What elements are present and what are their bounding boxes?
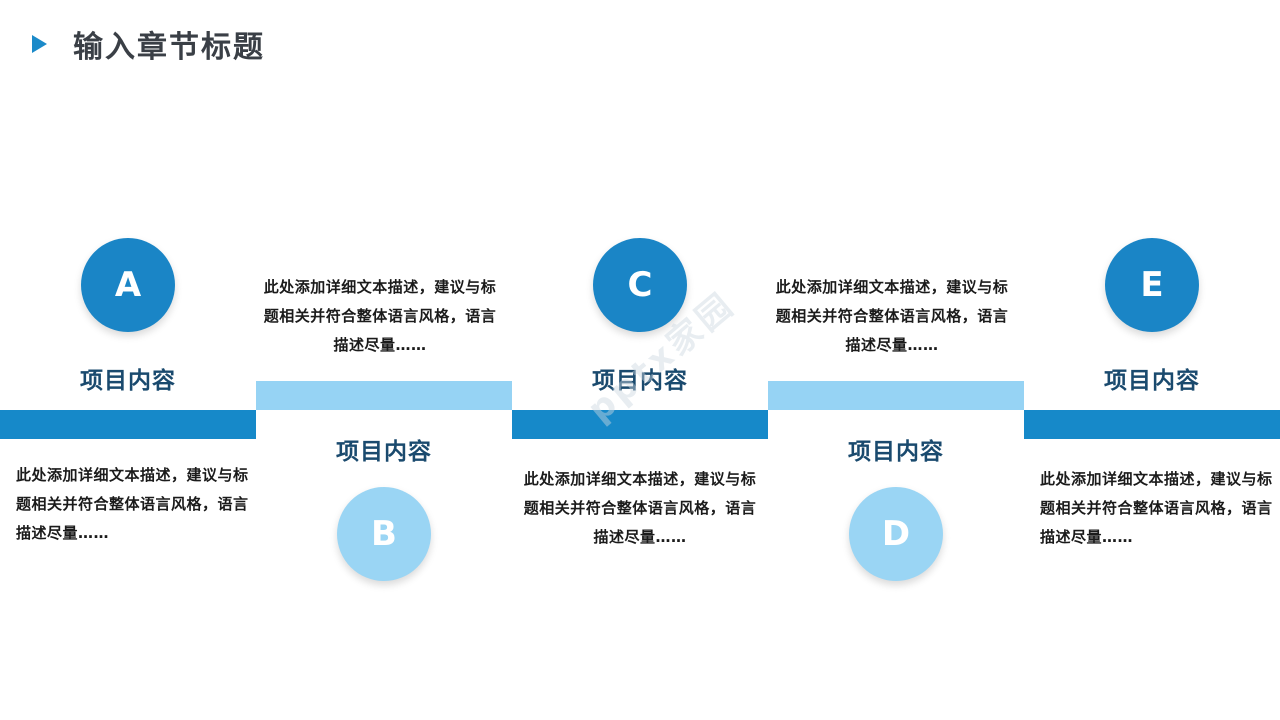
item-c-description: 此处添加详细文本描述，建议与标题相关并符合整体语言风格，语言描述尽量……: [523, 470, 757, 546]
item-e-description: 此处添加详细文本描述，建议与标题相关并符合整体语言风格，语言描述尽量……: [1040, 470, 1273, 546]
item-d-label: 项目内容: [848, 439, 944, 465]
item-b-circle: B: [337, 487, 431, 581]
item-c-circle: C: [593, 238, 687, 332]
section-title: 输入章节标题: [73, 30, 265, 65]
item-d-description: 此处添加详细文本描述，建议与标题相关并符合整体语言风格，语言描述尽量……: [775, 278, 1009, 354]
item-b-description: 此处添加详细文本描述，建议与标题相关并符合整体语言风格，语言描述尽量……: [263, 278, 497, 354]
play-arrow-icon: [32, 35, 47, 53]
timeline-band-a: [0, 410, 256, 439]
timeline-band-b: [256, 381, 512, 410]
timeline-band-c: [512, 410, 768, 439]
item-e-circle: E: [1105, 238, 1199, 332]
item-e-label: 项目内容: [1104, 368, 1200, 394]
item-a-label: 项目内容: [80, 368, 176, 394]
item-b-label: 项目内容: [336, 439, 432, 465]
item-a-description: 此处添加详细文本描述，建议与标题相关并符合整体语言风格，语言描述尽量……: [16, 466, 249, 542]
item-a-circle: A: [81, 238, 175, 332]
item-c-label: 项目内容: [592, 368, 688, 394]
timeline-band-d: [768, 381, 1024, 410]
section-header: 输入章节标题: [32, 22, 265, 66]
item-d-circle: D: [849, 487, 943, 581]
timeline-band-e: [1024, 410, 1280, 439]
